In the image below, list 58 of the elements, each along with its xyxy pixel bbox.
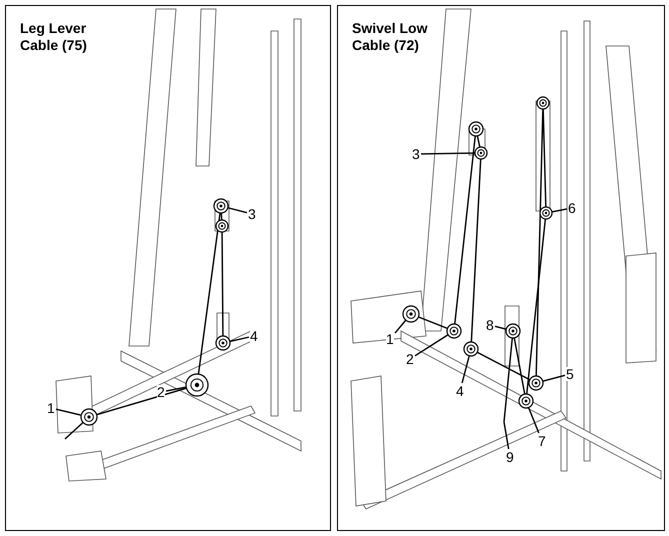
callout-number: 9: [506, 450, 514, 464]
cable: [503, 338, 513, 422]
cable: [514, 338, 526, 394]
cable: [542, 109, 547, 207]
cable: [477, 352, 530, 380]
callout-number: 3: [248, 207, 256, 221]
callout-number: 2: [406, 352, 414, 366]
pulley-wheel: [528, 375, 544, 391]
cable: [221, 232, 224, 336]
cable: [526, 219, 546, 394]
leader-line: [543, 374, 566, 382]
leader-line: [394, 320, 406, 334]
pulley-wheel: [474, 146, 488, 160]
cable: [535, 109, 544, 376]
callout-number: 8: [486, 318, 494, 332]
callout-number: 4: [250, 329, 258, 343]
callout-number: 3: [412, 147, 420, 161]
callout-number: 6: [568, 201, 576, 215]
callout-number: 7: [538, 434, 546, 448]
panel-title: Swivel Low Cable (72): [352, 20, 428, 54]
cable: [418, 316, 448, 329]
pulley-wheel: [518, 393, 534, 409]
pulley-wheel: [213, 198, 229, 214]
leader-line: [230, 336, 250, 342]
cable: [470, 159, 482, 342]
leader-line: [166, 386, 186, 392]
pulley-wheel: [463, 341, 479, 357]
pulley-wheel: [505, 323, 521, 339]
leader-line: [56, 408, 81, 416]
leader-line: [420, 152, 475, 155]
cable: [476, 136, 480, 147]
pulley-wheel: [539, 206, 553, 220]
pulley-wheel: [185, 373, 209, 397]
leader-line: [503, 422, 510, 450]
pulley-wheel: [215, 335, 231, 351]
pulley-wheel: [446, 323, 462, 339]
leader-line: [552, 208, 568, 212]
cable: [198, 213, 221, 374]
leader-line: [461, 356, 470, 384]
pulley-wheel: [536, 96, 550, 110]
callout-number: 1: [47, 401, 55, 415]
cable: [96, 388, 186, 416]
pulley-wheel: [215, 219, 229, 233]
callout-number: 5: [566, 367, 574, 381]
pulley-wheel: [402, 305, 420, 323]
cable: [220, 213, 222, 220]
callout-number: 2: [157, 385, 165, 399]
cable: [64, 422, 84, 440]
callout-number: 1: [386, 332, 394, 346]
leader-line: [494, 326, 506, 330]
illustration-panel: [5, 5, 331, 531]
cable: [454, 136, 476, 324]
leader-line: [228, 207, 248, 214]
leader-line: [528, 408, 540, 434]
callout-number: 4: [456, 384, 464, 398]
pulley-wheel: [468, 121, 484, 137]
panel-title: Leg Lever Cable (75): [20, 20, 88, 54]
pulley-wheel: [80, 408, 98, 426]
